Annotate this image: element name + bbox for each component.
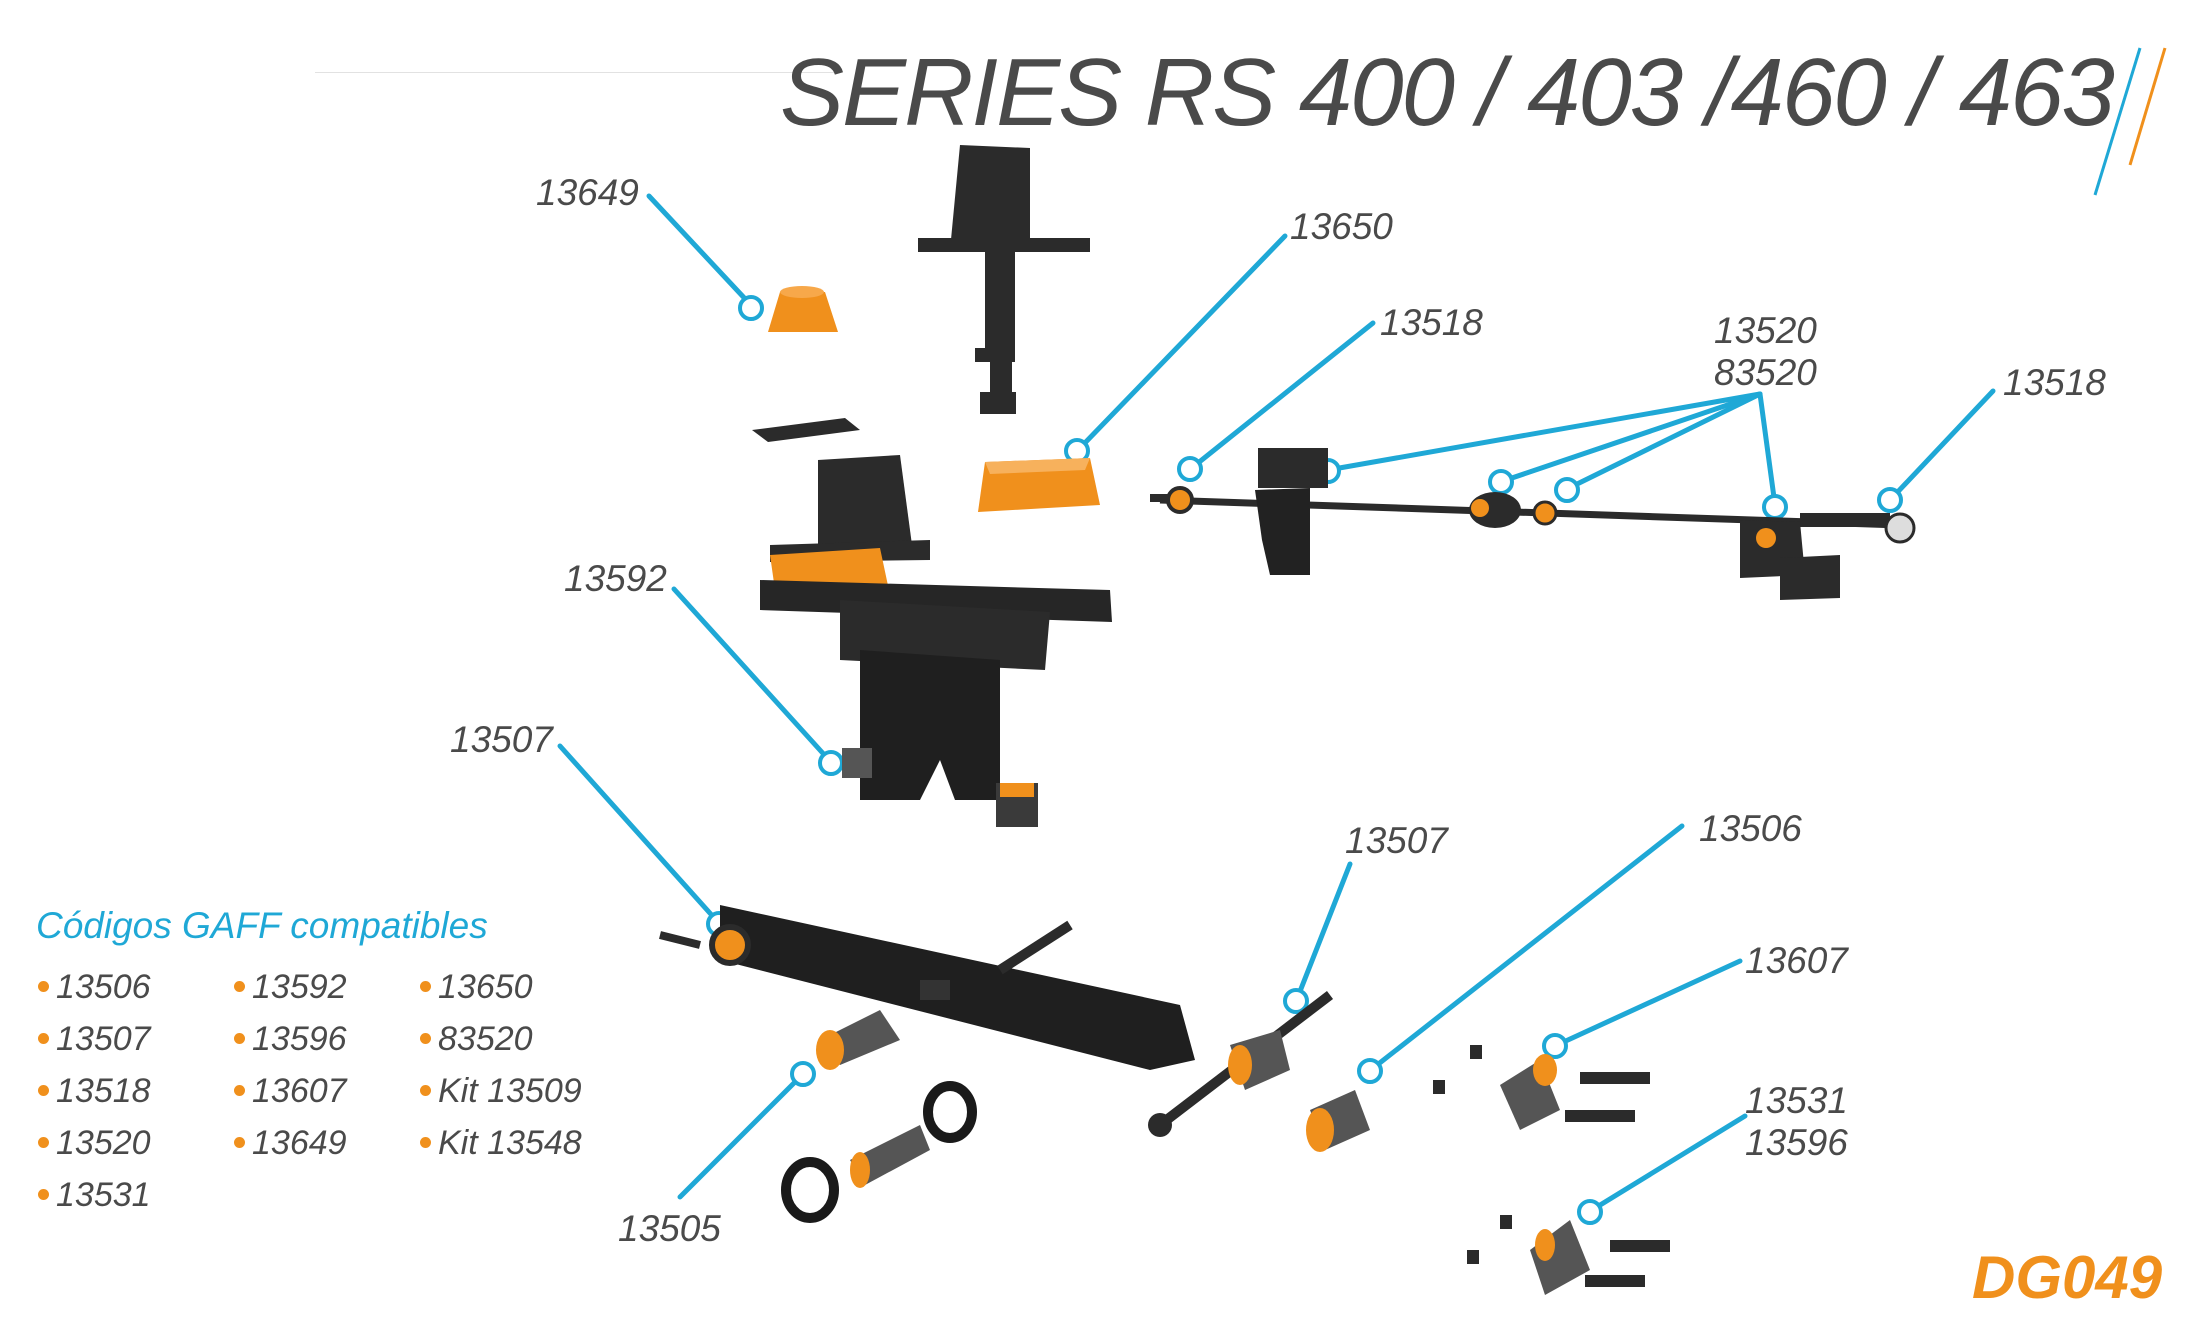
code-item: 13507 — [38, 1020, 151, 1059]
bush-13607 — [1433, 1045, 1650, 1130]
callout-13607: 13607 — [1745, 940, 1848, 981]
equalizer-rod — [1150, 448, 1916, 600]
callout-marker — [1542, 1033, 1568, 1059]
callout-13596: 13596 — [1745, 1122, 1848, 1163]
callout-13507-left: 13507 — [450, 719, 553, 760]
callout-13649: 13649 — [536, 172, 639, 213]
header-slash-decoration — [2093, 47, 2167, 196]
callout-marker — [790, 1061, 816, 1087]
code-item: 13650 — [420, 968, 533, 1007]
callout-marker — [1877, 487, 1903, 513]
callout-13520: 13520 — [1714, 310, 1817, 351]
code-item: 13596 — [234, 1020, 347, 1059]
bump-stop-small — [768, 286, 838, 332]
callout-13506: 13506 — [1699, 808, 1802, 849]
code-item: 83520 — [420, 1020, 533, 1059]
top-mount-bracket — [918, 145, 1090, 414]
bush-13531 — [1467, 1215, 1670, 1295]
code-item: 13520 — [38, 1124, 151, 1163]
bump-stop-large — [978, 458, 1100, 512]
bush-kit — [781, 1081, 977, 1223]
code-item: 13607 — [234, 1072, 347, 1111]
callout-83520: 83520 — [1714, 352, 1817, 393]
callout-13518-left: 13518 — [1380, 302, 1483, 343]
callout-marker — [738, 295, 764, 321]
callout-marker — [1554, 477, 1580, 503]
code-item: Kit 13509 — [420, 1072, 582, 1111]
bush-13505 — [816, 1010, 900, 1070]
code-item: 13518 — [38, 1072, 151, 1111]
callout-marker — [1283, 988, 1309, 1014]
header-rule — [315, 72, 835, 73]
shock-assembly — [1148, 991, 1334, 1137]
page-title: SERIES RS 400 / 403 /460 / 463 — [780, 39, 2115, 146]
compatible-codes-title: Códigos GAFF compatibles — [36, 905, 488, 946]
spring-arm — [659, 905, 1195, 1070]
hanger-body — [760, 455, 1112, 827]
callout-13650: 13650 — [1290, 206, 1393, 247]
code-item: 13506 — [38, 968, 151, 1007]
bush-13506 — [1306, 1090, 1370, 1152]
callout-13531: 13531 — [1745, 1080, 1848, 1121]
code-item: 13592 — [234, 968, 347, 1007]
callout-13592: 13592 — [564, 558, 667, 599]
spacer-plate — [752, 418, 860, 442]
code-item: Kit 13548 — [420, 1124, 582, 1163]
callout-marker — [1177, 456, 1203, 482]
callout-13505: 13505 — [618, 1208, 721, 1249]
callout-13507-mid: 13507 — [1345, 820, 1448, 861]
callout-marker — [1577, 1199, 1603, 1225]
diagram-code: DG049 — [1972, 1244, 2163, 1311]
callout-13518-right: 13518 — [2003, 362, 2106, 403]
code-item: 13531 — [38, 1176, 151, 1215]
code-item: 13649 — [234, 1124, 347, 1163]
callout-marker — [1357, 1058, 1383, 1084]
